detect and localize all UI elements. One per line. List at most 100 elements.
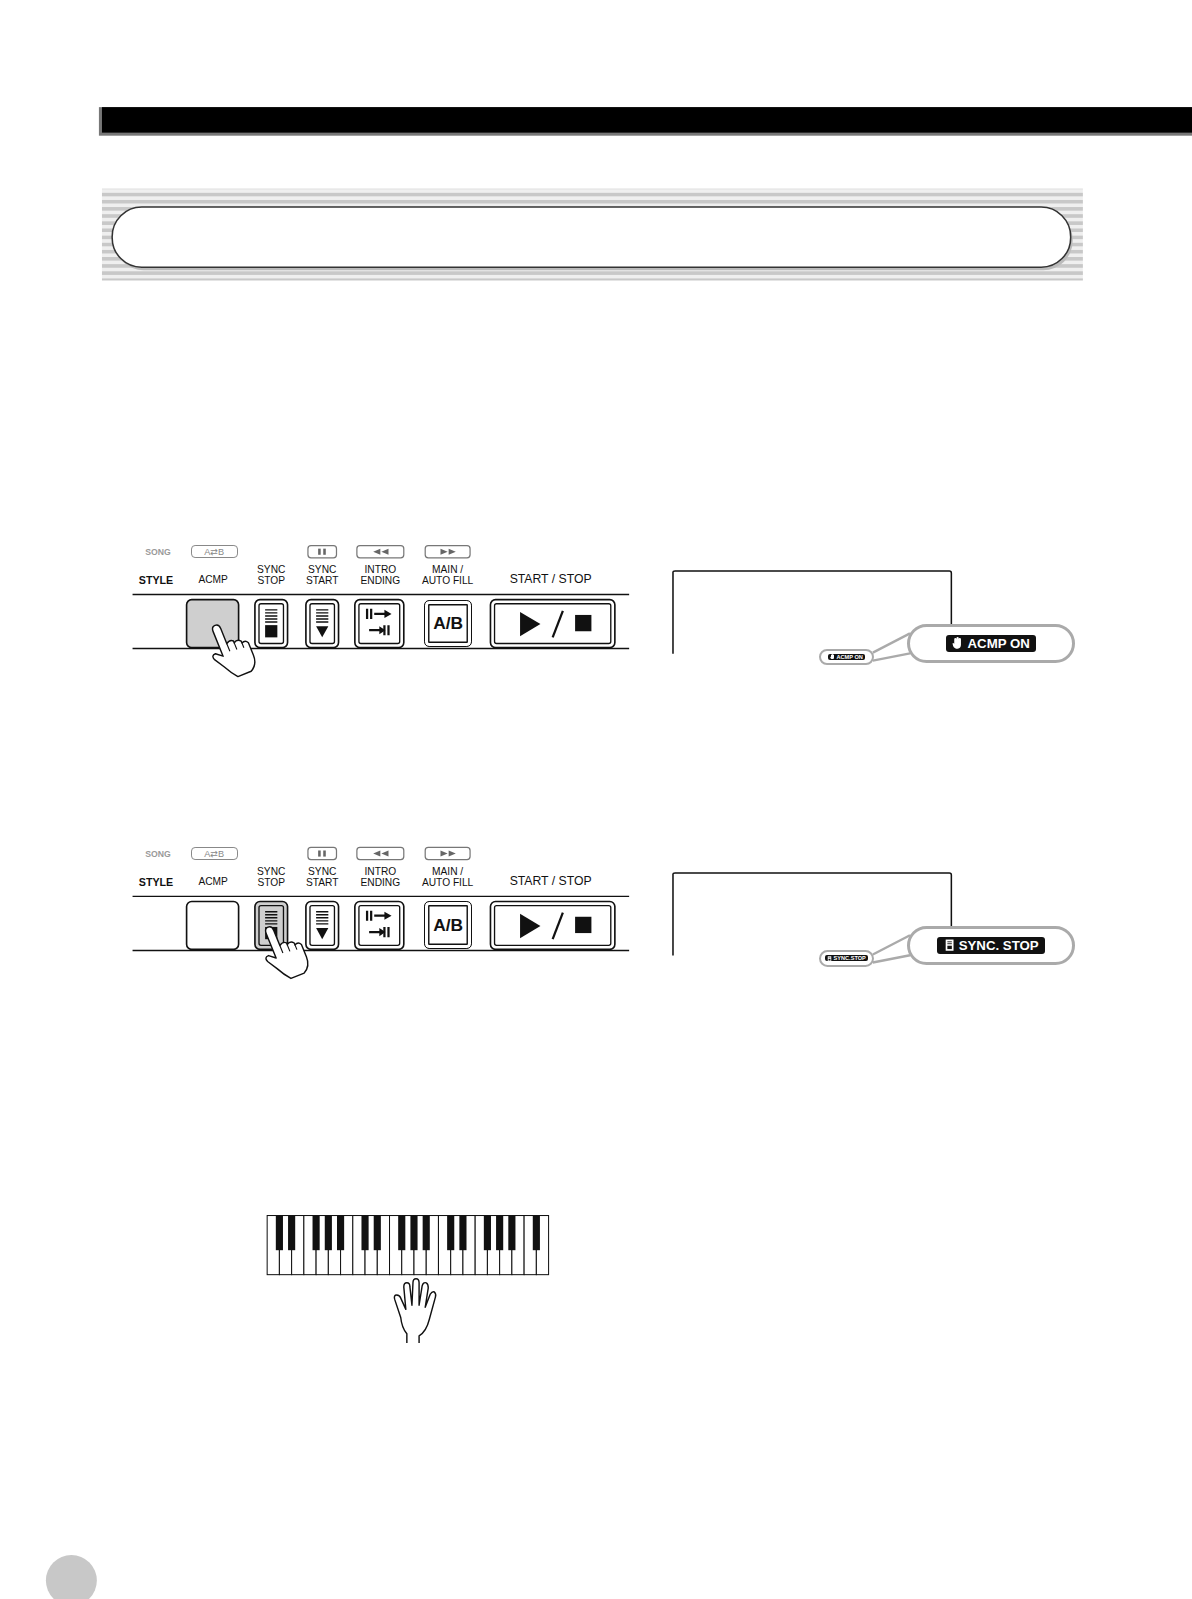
header-bar	[102, 107, 1192, 132]
button-row	[133, 595, 630, 649]
button-row	[265, 610, 277, 622]
button-row	[425, 546, 470, 558]
button-row	[575, 615, 591, 631]
song-mode-tag: A⇄B	[191, 847, 238, 860]
callout-leader	[873, 633, 910, 660]
control-panel	[133, 546, 952, 985]
button-row	[359, 604, 400, 644]
open-hand	[394, 1279, 435, 1343]
hand-icon	[830, 654, 835, 660]
keyboard	[447, 1216, 454, 1251]
pointing-hand	[202, 616, 259, 682]
button-label: ACMP	[193, 576, 234, 587]
button-row	[308, 546, 337, 558]
header-bar	[99, 107, 1192, 136]
hand-icon	[952, 637, 963, 649]
button-row	[316, 626, 328, 637]
button-row	[259, 604, 283, 644]
node-text: A⇄B	[204, 848, 224, 859]
display-indicator: ACMP ON	[819, 649, 874, 665]
keyboard	[508, 1216, 515, 1251]
button-row	[133, 847, 952, 984]
keyboard	[325, 1216, 332, 1251]
button-row	[379, 912, 391, 936]
button-row	[323, 549, 326, 555]
button-row	[490, 600, 614, 648]
button-row	[553, 913, 563, 940]
keyboard	[337, 1216, 344, 1251]
button-label: MAIN / AUTO FILL	[417, 565, 478, 586]
callout-leader	[873, 935, 910, 962]
button-row	[323, 850, 326, 856]
button-label: SYNC START	[302, 565, 343, 586]
button-row	[133, 896, 630, 950]
keyboard	[374, 1216, 381, 1251]
button-row	[373, 549, 388, 555]
indicator-pill: ACMP ON	[946, 635, 1036, 652]
button-label: SONG	[138, 849, 179, 858]
button-row	[355, 600, 404, 648]
button-row	[357, 847, 404, 859]
button-row	[357, 546, 404, 558]
node-text: A⇄B	[204, 546, 224, 557]
keyboard	[288, 1216, 295, 1251]
button-row	[575, 917, 591, 933]
keyboard	[423, 1216, 430, 1251]
button-row	[316, 610, 328, 622]
page-number-disc	[46, 1555, 97, 1599]
button-label: INTRO ENDING	[354, 565, 407, 586]
node-text: ACMP ON	[837, 654, 863, 660]
button-label: STYLE	[134, 575, 179, 586]
button-row	[187, 901, 239, 949]
node-text: ACMP ON	[968, 636, 1030, 651]
button-label: MAIN / AUTO FILL	[417, 867, 478, 888]
panel-button: A/B	[424, 600, 472, 648]
button-row	[316, 912, 328, 924]
button-row	[306, 901, 339, 949]
button-label: SONG	[138, 548, 179, 557]
section-band	[112, 207, 1070, 267]
header-bar	[99, 107, 1192, 136]
keyboard	[410, 1216, 417, 1251]
keyboard	[484, 1216, 491, 1251]
keyboard	[361, 1216, 368, 1251]
indicator-pill: SYNC. STOP	[937, 937, 1044, 954]
page-number-disc	[46, 1555, 97, 1599]
button-row	[490, 901, 614, 949]
node-text: SYNC.STOP	[834, 955, 866, 961]
pointing-hand	[255, 918, 312, 984]
section-band	[102, 189, 1083, 281]
button-row	[316, 928, 328, 939]
button-label: SYNC STOP	[254, 565, 289, 586]
indicator-callout: SYNC. STOP	[907, 926, 1075, 965]
button-row	[133, 546, 952, 683]
indicator-callout: ACMP ON	[907, 624, 1075, 663]
button-row	[306, 600, 339, 648]
button-row	[373, 850, 388, 856]
node-text: A/B	[433, 915, 463, 936]
button-label: ACMP	[193, 877, 234, 888]
button-label: START / STOP	[495, 573, 607, 586]
button-row	[520, 914, 540, 938]
button-row	[440, 549, 455, 555]
indicator-pill: SYNC.STOP	[825, 955, 868, 961]
button-row	[310, 906, 334, 946]
button-label: INTRO ENDING	[354, 867, 407, 888]
keyboard	[398, 1216, 405, 1251]
button-row	[255, 600, 288, 648]
panel-button: A/B	[424, 901, 472, 949]
button-row	[425, 847, 470, 859]
button-row	[310, 604, 334, 644]
button-label: START / STOP	[495, 875, 607, 888]
keyboard	[313, 1216, 320, 1251]
button-row	[379, 610, 391, 634]
stop-icon	[944, 939, 955, 951]
section-band	[102, 189, 1083, 281]
node-text: A/B	[433, 613, 463, 634]
button-row	[265, 625, 277, 637]
keyboard	[496, 1216, 503, 1251]
